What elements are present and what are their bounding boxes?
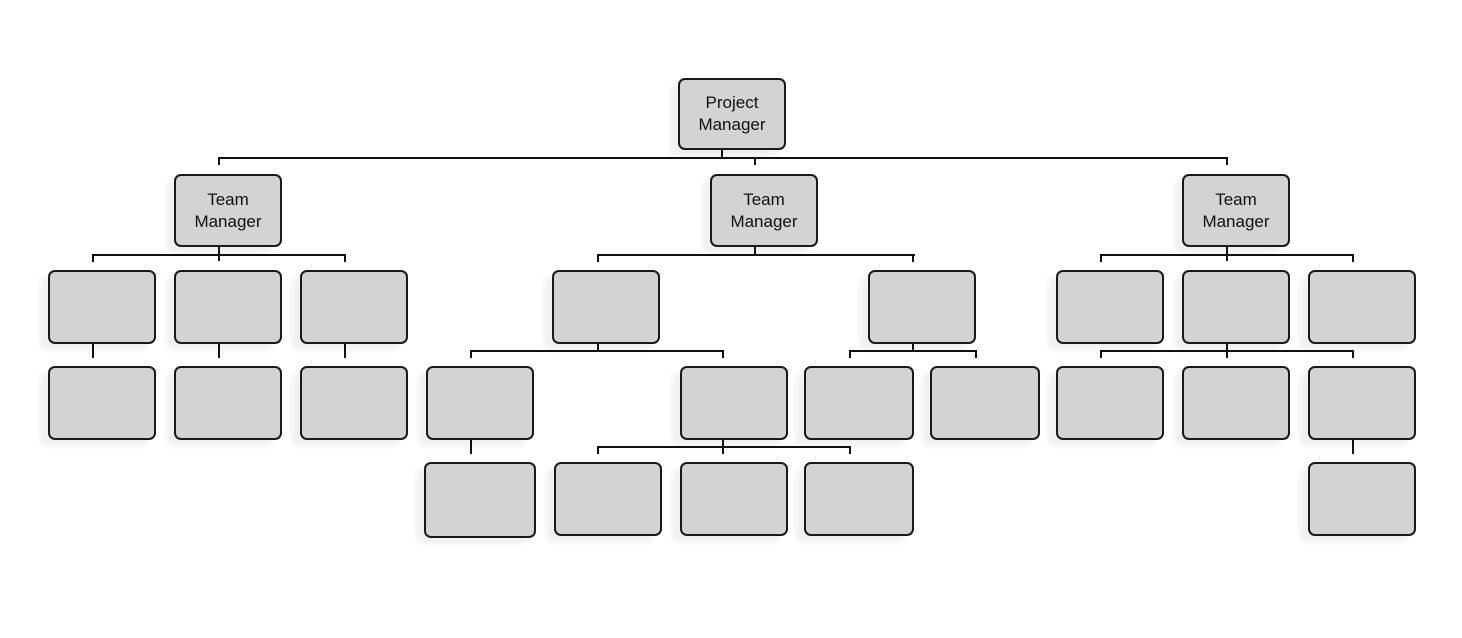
connector <box>470 350 724 352</box>
connector <box>597 342 599 351</box>
connector <box>1226 245 1228 261</box>
org-box <box>48 270 156 344</box>
connector <box>470 440 472 454</box>
connector <box>849 350 977 352</box>
connector <box>597 254 915 256</box>
team-manager-label-line2: Manager <box>1202 211 1270 231</box>
connector <box>597 446 599 454</box>
connector <box>344 344 346 358</box>
org-box <box>424 462 536 538</box>
team-manager-label-line2: Manager <box>194 211 262 231</box>
connector <box>218 157 1228 159</box>
connector <box>722 437 724 454</box>
org-box <box>300 270 408 344</box>
team-manager-label-line2: Manager <box>730 211 798 231</box>
org-box <box>1308 462 1416 536</box>
connector <box>912 342 914 351</box>
connector <box>218 157 220 165</box>
org-box <box>1056 366 1164 440</box>
org-box <box>48 366 156 440</box>
connector <box>218 344 220 358</box>
connector <box>470 350 472 358</box>
org-box <box>552 270 660 344</box>
org-box <box>1308 270 1416 344</box>
project-manager-label-line1: Project <box>705 93 759 112</box>
org-box <box>554 462 662 536</box>
connector <box>912 254 914 262</box>
team-manager-label-line1: Team <box>1215 189 1257 209</box>
org-box <box>1056 270 1164 344</box>
connector <box>1226 342 1228 358</box>
team-manager-box-center: Team Manager <box>710 174 818 247</box>
connector <box>849 446 851 454</box>
team-manager-box-right: Team Manager <box>1182 174 1290 247</box>
connector <box>218 245 220 261</box>
connector <box>849 350 851 358</box>
org-box <box>1308 366 1416 440</box>
connector <box>92 344 94 358</box>
connector <box>344 254 346 262</box>
connector <box>754 157 756 165</box>
team-manager-label-line1: Team <box>207 189 249 209</box>
connector <box>92 254 94 262</box>
org-box <box>804 462 914 536</box>
org-box <box>1182 270 1290 344</box>
project-manager-label-line2: Manager <box>698 115 766 134</box>
org-box <box>804 366 914 440</box>
org-box <box>680 366 788 440</box>
connector <box>721 148 723 158</box>
connector <box>722 350 724 358</box>
team-manager-label-line1: Team <box>743 189 785 209</box>
org-box <box>868 270 976 344</box>
connector <box>597 446 851 448</box>
org-box <box>174 270 282 344</box>
connector <box>754 245 756 255</box>
team-manager-box-left: Team Manager <box>174 174 282 247</box>
org-box <box>1182 366 1290 440</box>
org-box <box>930 366 1040 440</box>
connector <box>975 350 977 358</box>
connector <box>1100 350 1102 358</box>
connector <box>1100 254 1102 262</box>
connector <box>597 254 599 262</box>
connector <box>1352 440 1354 454</box>
org-box <box>680 462 788 536</box>
org-box <box>174 366 282 440</box>
org-box <box>426 366 534 440</box>
connector <box>1226 157 1228 165</box>
connector <box>1352 350 1354 358</box>
connector <box>1352 254 1354 262</box>
org-box <box>300 366 408 440</box>
project-manager-box: Project Manager <box>678 78 786 150</box>
